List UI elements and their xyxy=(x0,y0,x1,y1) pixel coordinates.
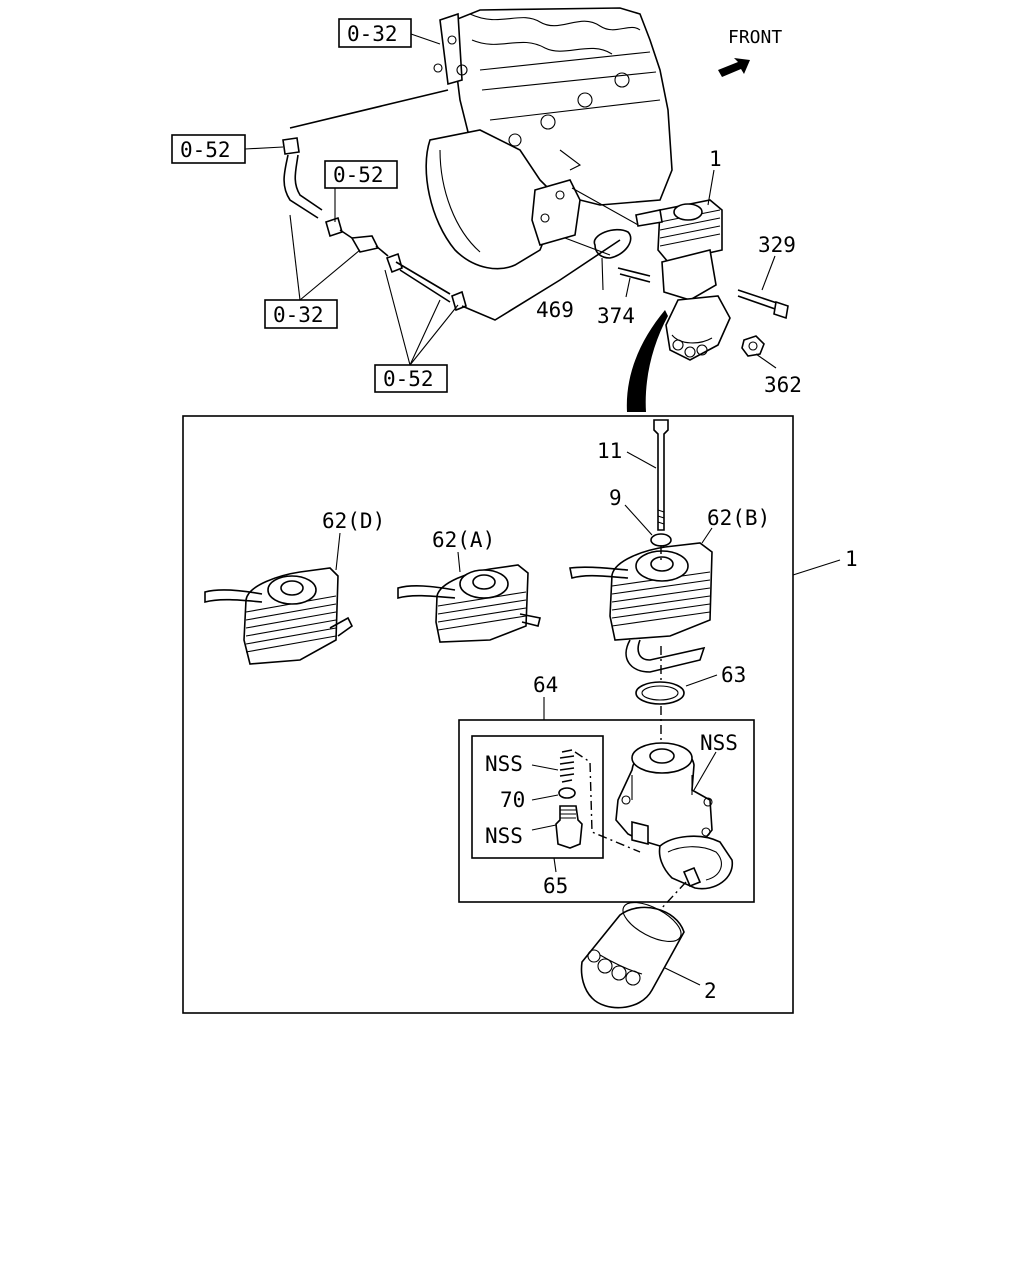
callout-62a: 62(A) xyxy=(432,528,495,552)
front-label: FRONT xyxy=(728,27,782,48)
callout-469: 469 xyxy=(536,298,574,322)
ref-box-0-52-mid: 0-52 xyxy=(333,163,384,187)
kit-box-64 xyxy=(458,719,755,903)
spring-part xyxy=(559,749,575,783)
callout-11: 11 xyxy=(597,439,622,463)
ref-box-0-32-bottom: 0-32 xyxy=(273,303,324,327)
callout-1-top: 1 xyxy=(709,147,722,171)
cooler-62d xyxy=(204,567,354,665)
kit-box-65 xyxy=(471,735,604,859)
callout-9: 9 xyxy=(609,486,622,510)
oil-cooler-assembly-top xyxy=(593,199,789,361)
callout-62b: 62(B) xyxy=(707,506,770,530)
callout-nss-2: NSS xyxy=(485,824,523,848)
callout-nss-3: NSS xyxy=(700,731,738,755)
detail-frame xyxy=(182,415,794,1014)
washer-9 xyxy=(650,533,672,547)
engine-block xyxy=(425,7,673,270)
oil-filter xyxy=(580,901,685,1009)
o-ring-63 xyxy=(635,681,685,705)
filter-housing xyxy=(615,742,733,890)
callout-62d: 62(D) xyxy=(322,509,385,533)
cooler-62b xyxy=(569,542,713,673)
callout-70: 70 xyxy=(500,788,525,812)
callout-362: 362 xyxy=(764,373,802,397)
callout-nss-1: NSS xyxy=(485,752,523,776)
callout-1-side: 1 xyxy=(845,547,858,571)
ref-box-0-52-bottom: 0-52 xyxy=(383,367,434,391)
bolt-11 xyxy=(653,419,669,531)
callout-374: 374 xyxy=(597,304,635,328)
water-hoses xyxy=(282,89,641,321)
front-arrow-icon xyxy=(718,58,750,77)
relief-valve-plug xyxy=(555,805,583,849)
callout-329: 329 xyxy=(758,233,796,257)
callout-2: 2 xyxy=(704,979,717,1003)
callout-63: 63 xyxy=(721,663,746,687)
detail-arrow-icon xyxy=(626,310,668,412)
cooler-62a xyxy=(397,564,541,643)
callout-65: 65 xyxy=(543,874,568,898)
ref-box-0-52-left: 0-52 xyxy=(180,138,231,162)
washer-70 xyxy=(558,787,576,799)
callout-64: 64 xyxy=(533,673,558,697)
ref-box-0-32-top: 0-32 xyxy=(347,22,398,46)
